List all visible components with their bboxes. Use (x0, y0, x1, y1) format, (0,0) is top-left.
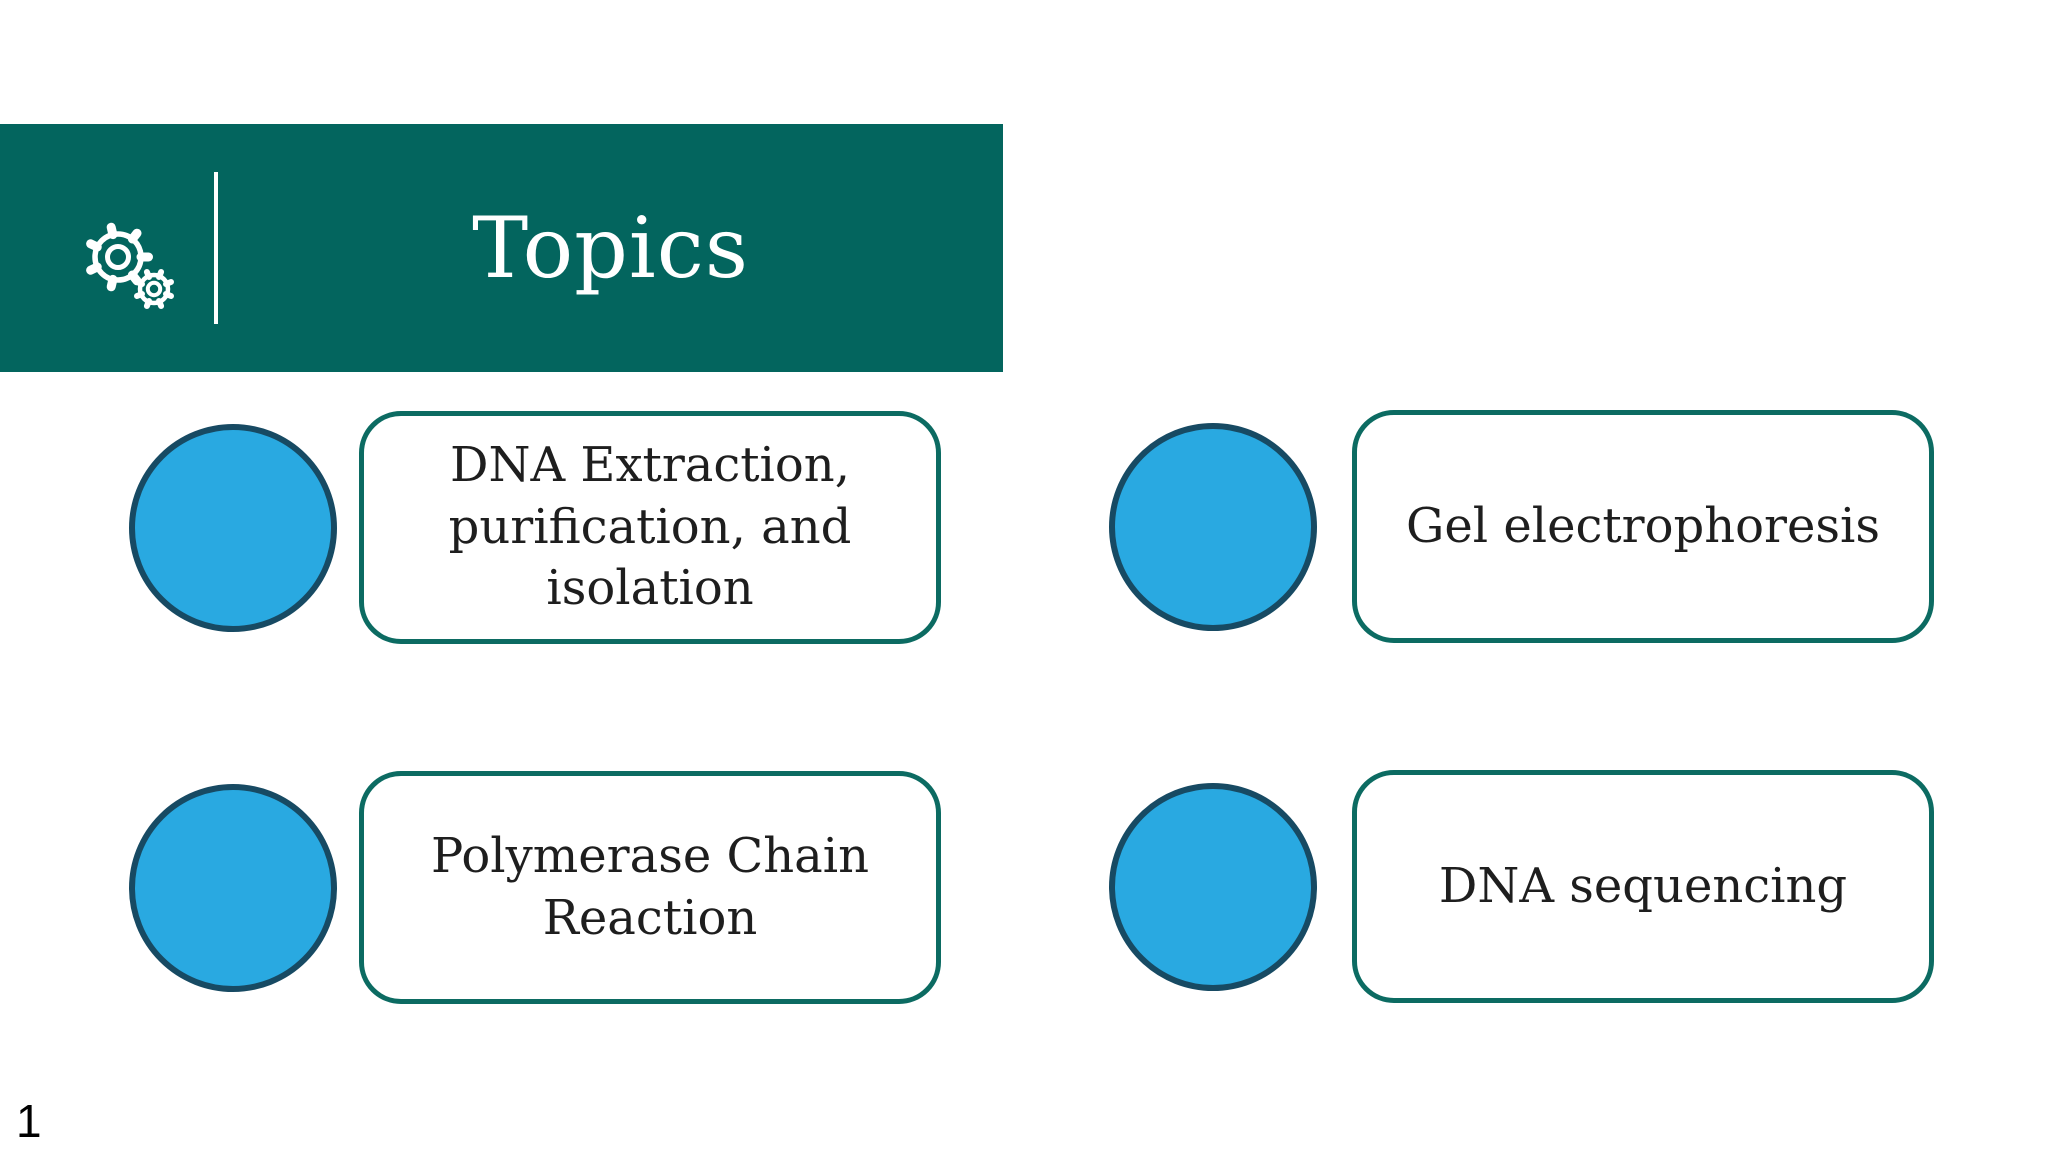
gears-icon (86, 222, 174, 309)
topic-box: Polymerase Chain Reaction (359, 771, 941, 1004)
topic-bullet-circle (1109, 783, 1317, 991)
header-divider (214, 172, 218, 324)
slide-header-banner: Topics (0, 124, 1003, 372)
topic-label: DNA Extraction, purification, and isolat… (448, 437, 852, 617)
topic-label: Polymerase Chain Reaction (430, 828, 870, 946)
topic-bullet-circle (1109, 423, 1317, 631)
topic-bullet-circle (129, 784, 337, 992)
topic-box: DNA sequencing (1352, 770, 1934, 1003)
topic-box: Gel electrophoresis (1352, 410, 1934, 643)
topic-label: DNA sequencing (1438, 857, 1848, 914)
topic-label: Gel electrophoresis (1405, 497, 1881, 554)
page-number: 1 (16, 1095, 42, 1147)
topic-bullet-circle (129, 424, 337, 632)
topic-box: DNA Extraction, purification, and isolat… (359, 411, 941, 644)
slide-title: Topics (472, 199, 749, 297)
